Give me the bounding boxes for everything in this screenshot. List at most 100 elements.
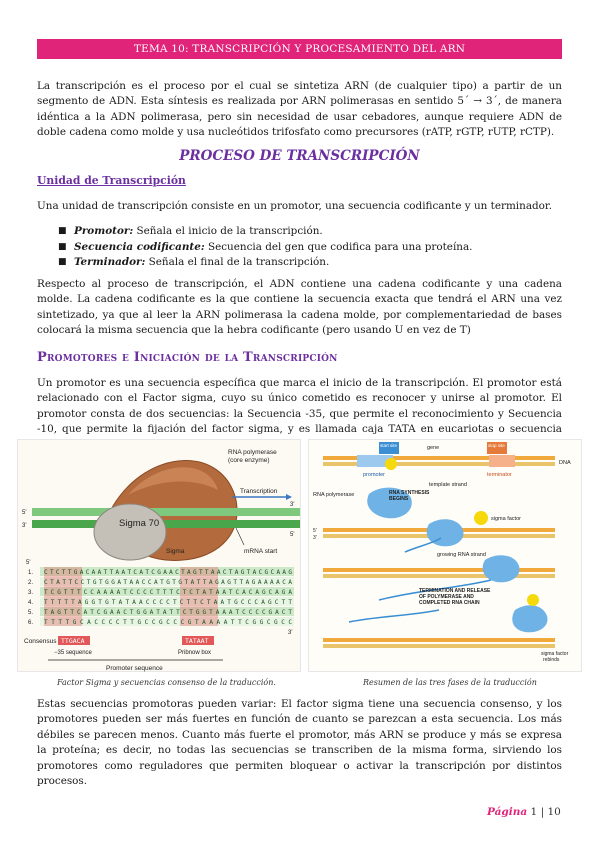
bullet-icon: ■: [58, 241, 67, 252]
dna-phase3-top: [323, 568, 555, 572]
list-text: Secuencia del gen que codifica para una …: [204, 240, 473, 253]
dna-top-strand: [32, 508, 300, 516]
consensus-10-box: [182, 636, 214, 645]
rebinds-label: rebinds: [543, 657, 560, 663]
promoter-region: [357, 455, 393, 467]
start-site-tag: [379, 442, 399, 454]
page-number: 1: [530, 806, 538, 818]
page-footer: Página 1 | 10: [487, 806, 561, 818]
figures-row: Sigma 70 RNA polymerase (core enzyme) Tr…: [17, 439, 582, 672]
stop-site-tag: [487, 442, 507, 454]
begins-label: BEGINS: [389, 496, 409, 502]
consensus-10-seq: TATAAT: [185, 637, 209, 645]
dna-phase1-bottom: [323, 462, 555, 466]
minus35-box: [44, 567, 82, 626]
transcription-label: Transcription: [240, 488, 278, 495]
promoter-label: promoter: [363, 472, 385, 478]
dna-3-prime-label: 3': [22, 523, 26, 529]
promoter-sequence-label: Promoter sequence: [106, 665, 163, 672]
subsection-title-transcription-unit: Unidad de Transcripción: [37, 174, 186, 187]
dna-phase4-bottom: [323, 644, 555, 648]
dna-5-prime-right-label: 5': [290, 532, 294, 538]
sequence-number: 4.: [28, 600, 33, 606]
list-text: Señala el inicio de la transcripción.: [133, 225, 323, 237]
pribnow-label: Pribnow box: [178, 650, 211, 656]
rna-polymerase-shape: [512, 605, 548, 633]
sigma-factor-icon: [385, 458, 397, 470]
growing-rna-strand: [404, 537, 442, 553]
figure-caption-right: Resumen de las tres fases de la traducci…: [363, 678, 537, 687]
seq-3-prime-label: 3': [288, 630, 292, 636]
dna-phase3-bottom: [323, 574, 555, 578]
chapter-title-banner: TEMA 10: TRANSCRIPCIÓN Y PROCESAMIENTO D…: [37, 39, 562, 59]
sequence-rows: 1. CTCTTGACAATTAATCATCGAACTAGTTAACTAGTAC…: [28, 567, 294, 626]
list-text: Señala el final de la transcripción.: [145, 256, 330, 268]
sequence-number: 3.: [28, 590, 33, 596]
sigma-factor-label: sigma factor: [491, 516, 521, 522]
minus35-label: −35 sequence: [54, 650, 93, 656]
sigma70-label: Sigma 70: [119, 518, 159, 529]
rna-polymerase-shape: [482, 555, 520, 583]
sequence-number: 2.: [28, 580, 33, 586]
terminator-label: terminator: [487, 472, 512, 478]
list-item: ■ Promotor: Señala el inicio de la transc…: [58, 224, 472, 240]
consensus-35-seq: TTGACA: [61, 637, 85, 645]
rna-synthesis-label: RNA SYNTHESIS: [389, 490, 430, 496]
rna-polymerase-shape: [367, 487, 412, 519]
start-site-label: start site: [380, 443, 398, 448]
intro-paragraph: La transcripción es el proceso por el cu…: [37, 80, 562, 139]
bullet-icon: ■: [58, 226, 67, 236]
list-term: Promotor:: [74, 225, 134, 237]
list-item: ■ Secuencia codificante: Secuencia del ge…: [58, 240, 472, 256]
minus10-box: [180, 567, 218, 626]
figure-caption-left: Factor Sigma y secuencias consenso de la…: [57, 678, 276, 687]
p3-label: 3': [313, 535, 317, 541]
transcription-phases-illustration: start site gene stop site DNA promoter t…: [313, 442, 571, 663]
section-title-promoters: Promotores e Iniciación de la Transcripc…: [37, 350, 338, 365]
transcription-unit-list: ■ Promotor: Señala el inicio de la transc…: [58, 224, 472, 271]
sequence-row-bg: [40, 577, 294, 586]
terminator-region: [489, 455, 515, 467]
page-total: 10: [547, 806, 561, 818]
list-item: ■Terminador: Señala el final de la trans…: [58, 255, 472, 271]
sequence-row-bg: [40, 587, 294, 596]
termination-label-1: TERMINATION AND RELEASE: [419, 588, 491, 594]
promoter-paragraph: Un promotor es una secuencia específica …: [37, 377, 562, 451]
mrna-start-label: mRNA start: [244, 548, 277, 555]
sequence-row-bg: [40, 607, 294, 616]
dna-3-prime-right-label: 3': [290, 502, 294, 508]
gene-label: gene: [427, 445, 439, 451]
dna-phase4-top: [323, 638, 555, 642]
sigma-factor-rebinds-label: sigma factor: [541, 651, 569, 657]
sequence-number: 5.: [28, 610, 33, 616]
rna-polymerase-label: RNA polymerase: [313, 492, 354, 498]
consensus-label: Consensus: [24, 638, 57, 645]
sigma-subunit-shape: [93, 503, 167, 561]
list-term: Secuencia codificante:: [74, 240, 205, 253]
stop-site-label: stop site: [488, 443, 505, 448]
released-rna: [348, 609, 440, 623]
sequence-number: 1.: [28, 570, 33, 576]
sequence-row-bg: [40, 567, 294, 576]
page-separator: |: [540, 806, 545, 818]
variation-paragraph: Estas secuencias promotoras pueden varia…: [37, 698, 562, 788]
sigma-label: Sigma: [166, 548, 185, 555]
sequence-text: CTATTCCTGTGGATAACCATGTGTATTAGAGTTAGAAAAC…: [44, 579, 292, 586]
consensus-35-box: [58, 636, 90, 645]
core-enzyme-label: (core enzyme): [228, 457, 270, 464]
list-term: Terminador:: [74, 256, 146, 268]
dna-5-prime-label: 5': [22, 510, 26, 516]
termination-label-3: COMPLETED RNA CHAIN: [419, 600, 480, 606]
termination-label-2: OF POLYMERASE AND: [419, 594, 474, 600]
sequence-text: TTTTGCACCCCTTGCCGCCCGTAAAATTCGGCGCC: [44, 619, 292, 626]
dna-phase1-top: [323, 456, 555, 460]
sequence-number: 6.: [28, 620, 33, 626]
sigma-factor-illustration: Sigma 70 RNA polymerase (core enzyme) Tr…: [22, 449, 300, 672]
section-title-transcription-process: PROCESO DE TRANSCRIPCIÓN: [179, 148, 420, 164]
mrna-start-pointer: [235, 527, 245, 546]
sequence-row-bg: [40, 597, 294, 606]
sigma-factor-icon: [474, 511, 488, 525]
rna-polymerase-shape: [426, 519, 464, 547]
transcription-arrowhead-icon: [286, 494, 292, 500]
